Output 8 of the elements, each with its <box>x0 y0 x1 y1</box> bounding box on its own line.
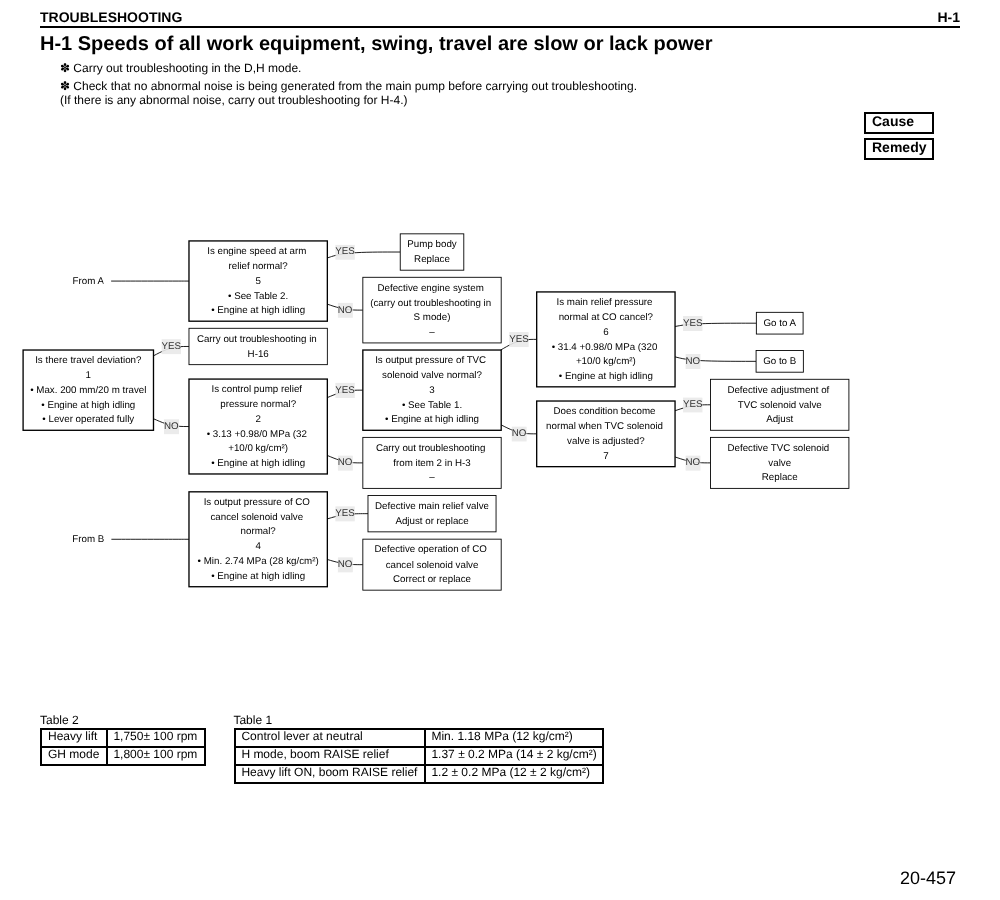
page-title: H-1 Speeds of all work equipment, swing, travel are slow or lack power <box>40 34 715 56</box>
connector <box>110 538 190 540</box>
connector <box>674 322 757 327</box>
connector <box>674 356 757 362</box>
connector <box>326 389 364 399</box>
page-number: 20-457 <box>899 868 956 888</box>
connector <box>153 346 190 357</box>
connector <box>110 280 190 282</box>
